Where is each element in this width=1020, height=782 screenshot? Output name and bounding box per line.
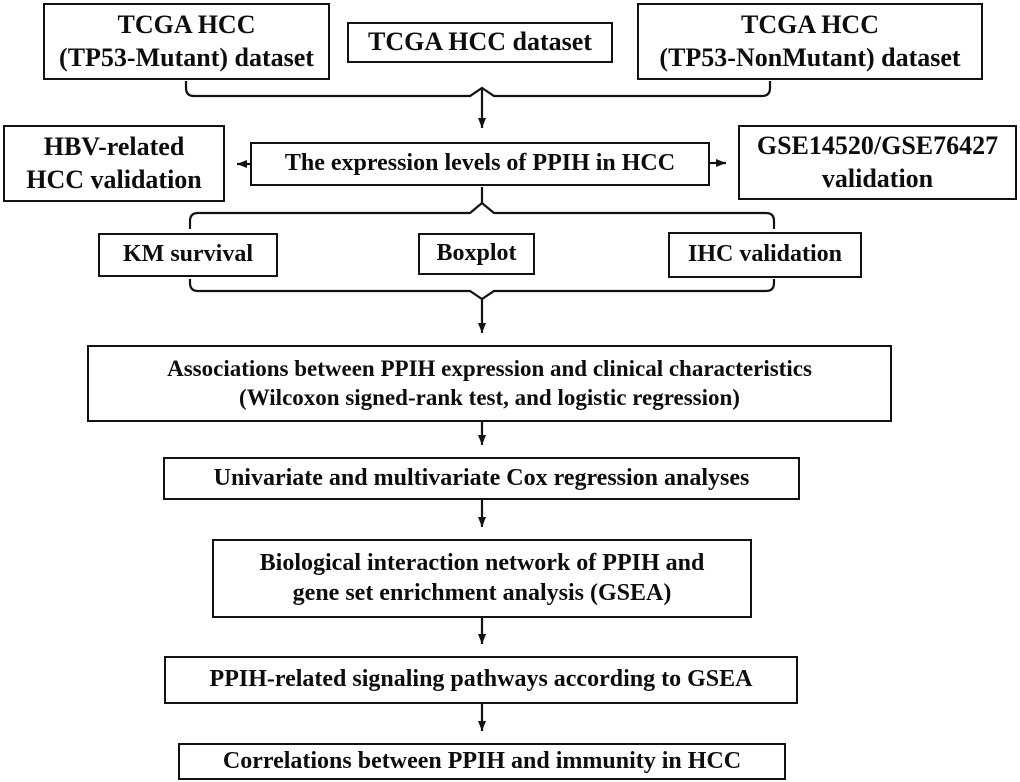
node-text: validation (821, 163, 934, 193)
node-text: (TP53-Mutant) dataset (59, 42, 314, 72)
node-bio-network-gsea: Biological interaction network of PPIH a… (212, 539, 752, 618)
node-text: TCGA HCC dataset (368, 27, 592, 57)
node-text: PPIH-related signaling pathways accordin… (209, 666, 753, 693)
node-ppih-expression: The expression levels of PPIH in HCC (250, 142, 710, 186)
node-km-survival: KM survival (98, 233, 278, 277)
node-text: HBV-related (43, 132, 185, 162)
node-text: Univariate and multivariate Cox regressi… (213, 464, 750, 491)
node-text: TCGA HCC (117, 10, 256, 40)
node-text: IHC validation (687, 241, 843, 268)
node-hbv-validation: HBV-related HCC validation (3, 125, 225, 202)
node-text: (TP53-NonMutant) dataset (659, 42, 961, 72)
node-text: GSE14520/GSE76427 (756, 131, 999, 161)
node-cox-regression: Univariate and multivariate Cox regressi… (163, 457, 800, 500)
node-gse-validation: GSE14520/GSE76427 validation (738, 125, 1017, 200)
node-text: Boxplot (436, 240, 517, 267)
node-tcga-nonmutant-dataset: TCGA HCC (TP53-NonMutant) dataset (637, 3, 983, 80)
node-text: KM survival (123, 241, 253, 268)
connector-top-merge (184, 81, 772, 98)
node-ppih-immunity: Correlations between PPIH and immunity i… (178, 743, 786, 780)
node-text: gene set enrichment analysis (GSEA) (292, 579, 672, 606)
node-text: (Wilcoxon signed-rank test, and logistic… (239, 384, 740, 410)
connector-split (188, 187, 776, 229)
node-gsea-pathways: PPIH-related signaling pathways accordin… (164, 656, 798, 704)
node-associations: Associations between PPIH expression and… (87, 345, 892, 422)
node-text: Biological interaction network of PPIH a… (259, 549, 705, 576)
node-tcga-mutant-dataset: TCGA HCC (TP53-Mutant) dataset (43, 3, 330, 80)
node-text: HCC validation (26, 164, 202, 194)
node-boxplot: Boxplot (418, 233, 535, 275)
node-text: Correlations between PPIH and immunity i… (222, 747, 742, 774)
node-ihc-validation: IHC validation (668, 232, 862, 278)
node-text: Associations between PPIH expression and… (167, 355, 812, 381)
node-tcga-dataset: TCGA HCC dataset (347, 22, 613, 63)
node-text: TCGA HCC (741, 10, 879, 40)
connector-bottom-merge (188, 279, 776, 301)
node-text: The expression levels of PPIH in HCC (284, 150, 676, 177)
